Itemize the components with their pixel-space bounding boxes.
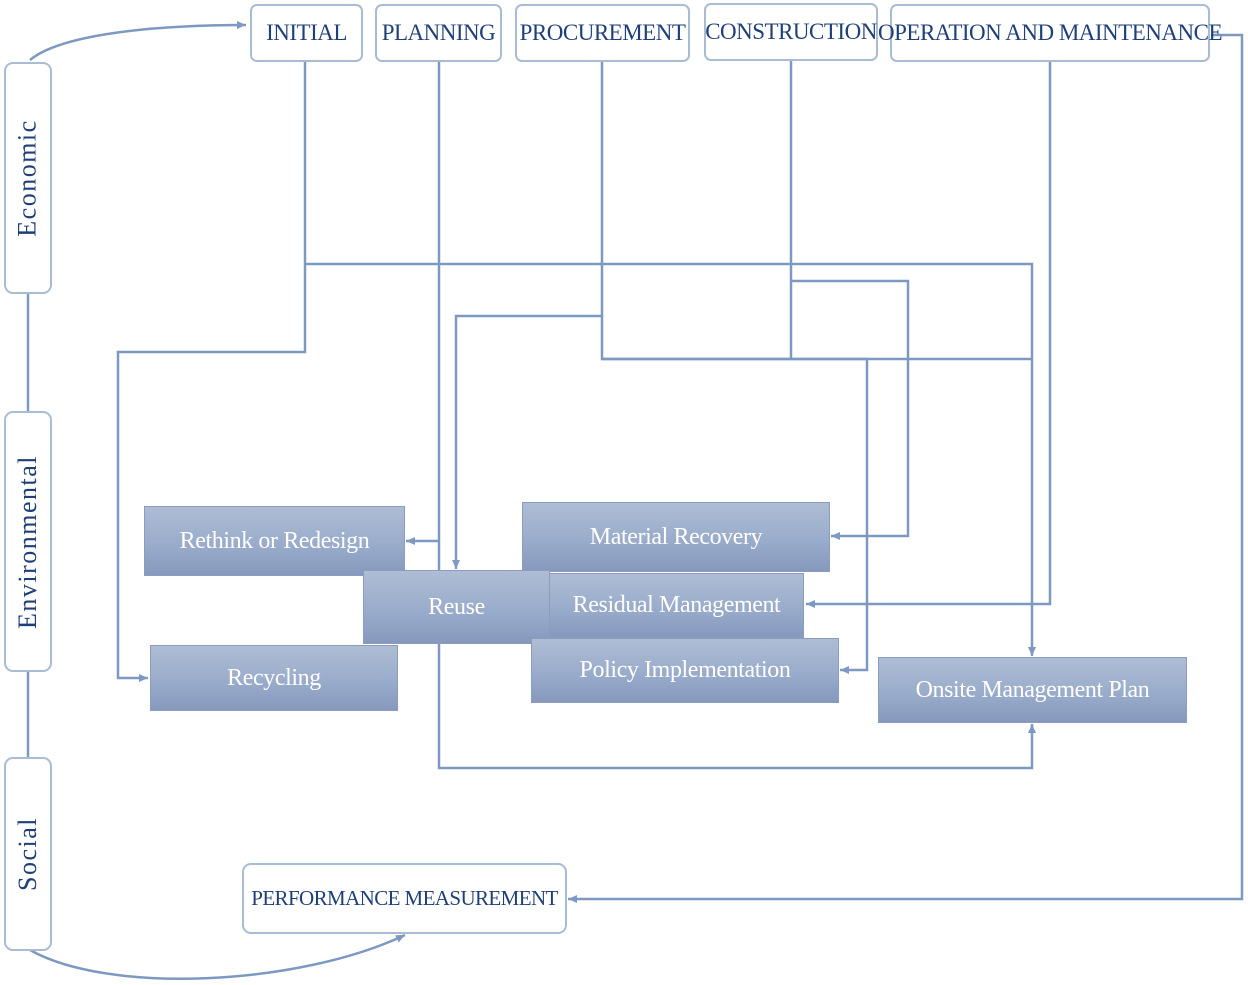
strategy-material-recovery: Material Recovery [522,502,830,572]
phase-operation-maintenance: OPERATION AND MAINTENANCE [878,4,1223,62]
connector-planning-onsite [437,62,1036,770]
phase-procurement: PROCUREMENT [515,4,690,62]
cycle-arrow-top [29,21,247,61]
connector-procurement-policy [602,357,869,674]
dimension-social-label: Social [13,817,42,891]
strategy-recycling: Recycling [150,645,398,711]
connector-initial-onsite [305,262,1036,656]
dimension-economic-label: Economic [13,119,43,237]
dimension-economic: Economic [4,62,52,294]
connector-construction-recovery [791,279,910,540]
dimension-social: Social [4,757,52,951]
phase-construction: CONSTRUCTION [704,3,878,61]
phase-construction-label: CONSTRUCTION [705,19,877,44]
strategy-residual-label: Residual Management [572,592,781,618]
strategy-policy-implementation: Policy Implementation [531,638,839,703]
phase-operation-label: OPERATION AND MAINTENANCE [878,20,1223,45]
connector-procurement-reuse [452,62,604,569]
strategy-recycling-label: Recycling [227,664,321,691]
connector-operation-residual [806,62,1052,608]
phase-initial: INITIAL [250,4,363,62]
phase-planning-label: PLANNING [381,20,496,45]
connector-operation-performance [568,33,1244,903]
strategy-material-recovery-label: Material Recovery [589,523,763,550]
strategy-onsite-management-plan: Onsite Management Plan [878,657,1187,723]
performance-measurement-label: PERFORMANCE MEASUREMENT [251,886,558,910]
phase-initial-label: INITIAL [266,20,347,45]
strategy-rethink-redesign: Rethink or Redesign [144,506,405,576]
strategy-rethink-label: Rethink or Redesign [179,527,370,554]
connector-initial-recycling [116,60,307,682]
strategy-policy-label: Policy Implementation [579,657,791,683]
cycle-arrow-bottom [29,933,406,980]
dimension-environmental-label: Environmental [13,454,43,629]
strategy-reuse: Reuse [363,570,550,644]
phase-planning: PLANNING [375,4,502,62]
dimension-environmental: Environmental [4,411,52,672]
connector-procurement-onsite [600,316,1032,361]
strategy-residual-management: Residual Management [549,573,804,638]
strategy-onsite-label: Onsite Management Plan [915,676,1150,703]
performance-measurement: PERFORMANCE MEASUREMENT [242,863,567,934]
phase-procurement-label: PROCUREMENT [519,20,686,45]
strategy-reuse-label: Reuse [428,593,485,620]
